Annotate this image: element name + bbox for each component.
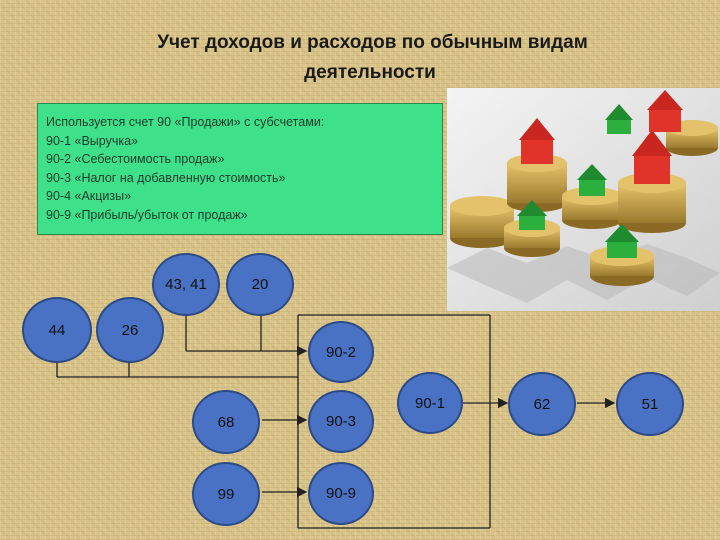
node-account-20: 20	[226, 253, 294, 316]
slide-title: Учет доходов и расходов по обычным видам…	[0, 28, 720, 88]
coins-houses-photo	[447, 88, 720, 311]
info-line: Используется счет 90 «Продажи» с субсчет…	[46, 115, 325, 129]
node-account-90-2: 90-2	[308, 321, 374, 383]
info-line: 90-1 «Выручка»	[46, 133, 138, 148]
slide-title-line2: деятельности	[304, 62, 436, 83]
node-account-43-41: 43, 41	[152, 253, 220, 316]
info-line: 90-4 «Акцизы»	[46, 189, 132, 203]
node-account-62: 62	[508, 372, 576, 436]
node-account-90-1: 90-1	[397, 372, 463, 434]
node-account-51: 51	[616, 372, 684, 436]
slide-title-line1: Учет доходов и расходов по обычным видам	[157, 32, 588, 53]
subaccounts-info-box: Используется счет 90 «Продажи» с субсчет…	[37, 103, 443, 235]
node-account-26: 26	[96, 297, 164, 363]
info-line: 90-2 «Себестоимость продаж»	[46, 152, 225, 166]
node-account-90-9: 90-9	[308, 462, 374, 525]
info-line: 90-3 «Налог на добавленную стоимость»	[46, 170, 286, 185]
node-account-44: 44	[22, 297, 92, 363]
info-line: 90-9 «Прибыль/убыток от продаж»	[46, 207, 248, 222]
node-account-90-3: 90-3	[308, 390, 374, 453]
node-account-68: 68	[192, 390, 260, 454]
node-account-99: 99	[192, 462, 260, 526]
